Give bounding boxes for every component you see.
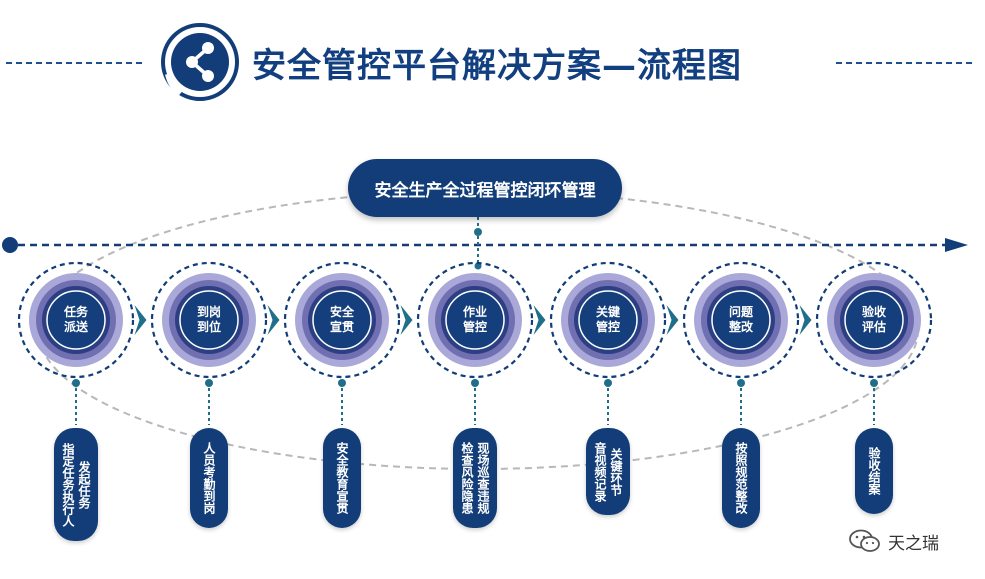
- node-dashed-ring: [283, 261, 401, 379]
- step-description-2: 人员考勤到岗: [190, 428, 228, 528]
- chevron-right-icon: [666, 305, 679, 335]
- step-description-1: 发起任务 指定任务执行人: [54, 428, 98, 541]
- node-dashed-ring: [17, 261, 135, 379]
- process-node-2: [150, 261, 268, 425]
- node-label-3: 安全 宣贯: [329, 305, 354, 334]
- node-dashed-ring: [815, 261, 933, 379]
- node-label-1: 任务 派送: [63, 305, 88, 334]
- step-description-3: 安全教育宣贯: [323, 428, 361, 528]
- chevron-right-icon: [134, 305, 147, 335]
- title-dash-left: [6, 62, 142, 64]
- step-description-7: 验收结案: [855, 428, 893, 514]
- step-description-5: 关键环节 音视频记录: [586, 428, 630, 515]
- cycle-connector-dot-top: [474, 228, 482, 236]
- node-connector-dot: [338, 379, 346, 387]
- node-connector-dot: [471, 379, 479, 387]
- node-connector-dot: [737, 379, 745, 387]
- node-core: [179, 290, 239, 350]
- node-core: [445, 290, 505, 350]
- step-description-text: 人员考勤到岗: [202, 442, 216, 514]
- step-description-text: 发起任务 指定任务执行人: [61, 442, 91, 527]
- chevron-right-icon: [799, 305, 812, 335]
- step-description-text: 按照规范整改: [734, 442, 748, 514]
- node-dashed-ring: [150, 261, 268, 379]
- chevron-right-icon: [400, 305, 413, 335]
- node-dashed-ring: [416, 261, 534, 379]
- node-core: [578, 290, 638, 350]
- node-connector-dot: [604, 379, 612, 387]
- node-core: [46, 290, 106, 350]
- watermark-text: 天之瑞: [888, 533, 939, 554]
- node-core: [312, 290, 372, 350]
- process-nodes: [17, 261, 933, 425]
- watermark: 天之瑞: [848, 528, 973, 554]
- node-label-5: 关键 管控: [595, 305, 620, 334]
- node-dashed-ring: [549, 261, 667, 379]
- wechat-icon: [849, 529, 880, 552]
- step-description-text: 安全教育宣贯: [335, 442, 349, 514]
- process-node-6: [682, 261, 800, 425]
- node-label-7: 验收 评估: [861, 305, 886, 334]
- timeline-start-dot: [2, 237, 18, 253]
- title-bar: 安全管控平台解决方案—流程图: [0, 0, 985, 110]
- step-description-6: 按照规范整改: [722, 428, 760, 528]
- cycle-label: 安全生产全过程管控闭环管理: [348, 159, 622, 217]
- process-node-4: [416, 261, 534, 425]
- node-label-2: 到岗 到位: [196, 305, 221, 334]
- chevron-right-icon: [533, 305, 546, 335]
- step-description-text: 关键环节 音视频记录: [593, 441, 623, 502]
- title-dash-right: [836, 62, 972, 64]
- node-connector-dot: [72, 379, 80, 387]
- node-connector-dot: [870, 379, 878, 387]
- step-description-text: 现场巡查违规 检查风险隐患: [460, 442, 490, 514]
- chevron-right-icon: [267, 305, 280, 335]
- process-node-5: [549, 261, 667, 425]
- process-node-7: [815, 261, 933, 425]
- node-label-4: 作业 管控: [462, 305, 487, 334]
- node-core: [711, 290, 771, 350]
- step-description-text: 验收结案: [867, 447, 881, 495]
- share-network-icon: [161, 23, 239, 101]
- step-description-4: 现场巡查违规 检查风险隐患: [453, 428, 497, 528]
- node-dashed-ring: [682, 261, 800, 379]
- node-connector-dot: [205, 379, 213, 387]
- page-title: 安全管控平台解决方案—流程图: [252, 46, 742, 86]
- node-core: [844, 290, 904, 350]
- node-label-6: 问题 整改: [728, 305, 753, 334]
- timeline-arrowhead: [945, 238, 968, 252]
- process-node-3: [283, 261, 401, 425]
- process-node-1: [17, 261, 135, 425]
